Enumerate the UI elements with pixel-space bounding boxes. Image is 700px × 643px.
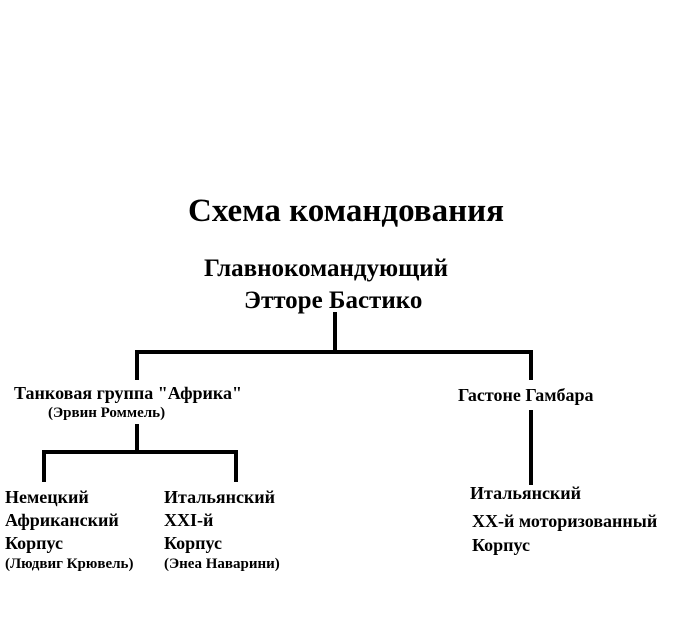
- commander-title: Главнокомандующий: [204, 255, 449, 282]
- german-corps-line3: Корпус: [5, 533, 63, 553]
- german-corps-leader: (Людвиг Крювель): [5, 556, 134, 572]
- left-sub-branch-line: [42, 450, 238, 454]
- commander-stem-line: [333, 312, 337, 352]
- german-corps-drop-line: [42, 450, 46, 482]
- right-drop-line: [529, 350, 533, 380]
- italian-20-line3: Корпус: [472, 535, 530, 555]
- german-corps-line2: Африканский: [5, 510, 119, 530]
- left-group-stem-line: [135, 424, 139, 454]
- diagram-title: Схема командования: [188, 193, 504, 229]
- italian-21-line2: XXI-й: [164, 510, 214, 530]
- italian-21-drop-line: [234, 450, 238, 482]
- german-corps-line1: Немецкий: [5, 487, 89, 507]
- panzer-group-label: Танковая группа "Африка": [14, 383, 242, 403]
- gambara-label: Гастоне Гамбара: [458, 385, 594, 405]
- italian-21-line1: Итальянский: [164, 487, 276, 507]
- left-drop-line: [135, 350, 139, 380]
- italian-20-line1: Итальянский: [470, 483, 582, 503]
- italian-21-leader: (Энеа Наварини): [164, 556, 280, 572]
- panzer-group-leader: (Эрвин Роммель): [48, 405, 166, 421]
- italian-21-line3: Корпус: [164, 533, 222, 553]
- right-group-stem-line: [529, 410, 533, 485]
- top-branch-line: [135, 350, 533, 354]
- commander-name: Этторе Бастико: [244, 287, 423, 314]
- italian-20-line2: XX-й моторизованный: [472, 511, 658, 531]
